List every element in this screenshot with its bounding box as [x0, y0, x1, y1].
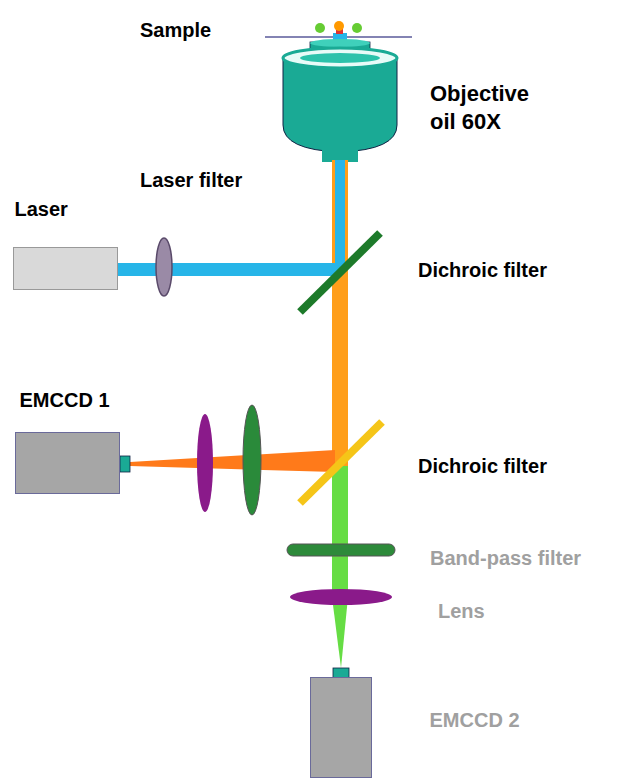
- node-label: EMCCD 1: [20, 388, 110, 413]
- fluorophore-dot: [315, 23, 325, 33]
- camera-port: [120, 456, 130, 472]
- fluorophore-dot: [334, 21, 344, 31]
- excitation-beam: [335, 160, 345, 270]
- objective-neck: [322, 148, 358, 162]
- part-label: Lens: [438, 599, 485, 624]
- emission-beam: [332, 466, 348, 597]
- band-pass-filter: [287, 544, 395, 556]
- camera-box: EMCCD 1: [15, 432, 120, 494]
- dichroic-mirror: [300, 422, 382, 503]
- dichroic-mirror: [300, 233, 380, 312]
- objective-cap: [310, 39, 370, 47]
- emission-filter: [243, 405, 261, 515]
- part-label: Dichroic filter: [418, 454, 547, 479]
- part-label: Laser filter: [140, 168, 242, 193]
- fluorophore-dot: [352, 23, 362, 33]
- objective-top: [283, 48, 397, 68]
- node-label: EMCCD 2: [430, 708, 520, 733]
- camera-box: EMCCD 2: [310, 677, 372, 778]
- laser-filter: [156, 238, 172, 296]
- part-label: Sample: [140, 18, 211, 43]
- lens: [197, 414, 213, 512]
- lens: [290, 589, 392, 605]
- part-label: Objective oil 60X: [430, 80, 548, 135]
- emission-beam: [332, 160, 348, 466]
- part-label: Band-pass filter: [430, 546, 581, 571]
- laser-box: Laser: [13, 247, 118, 290]
- objective-body: [283, 58, 397, 152]
- node-label: Laser: [15, 197, 68, 222]
- emission-beam: [332, 597, 348, 668]
- objective-top: [300, 53, 380, 63]
- part-label: Dichroic filter: [418, 258, 547, 283]
- emission-beam: [130, 450, 335, 472]
- excitation-beam: [118, 263, 340, 276]
